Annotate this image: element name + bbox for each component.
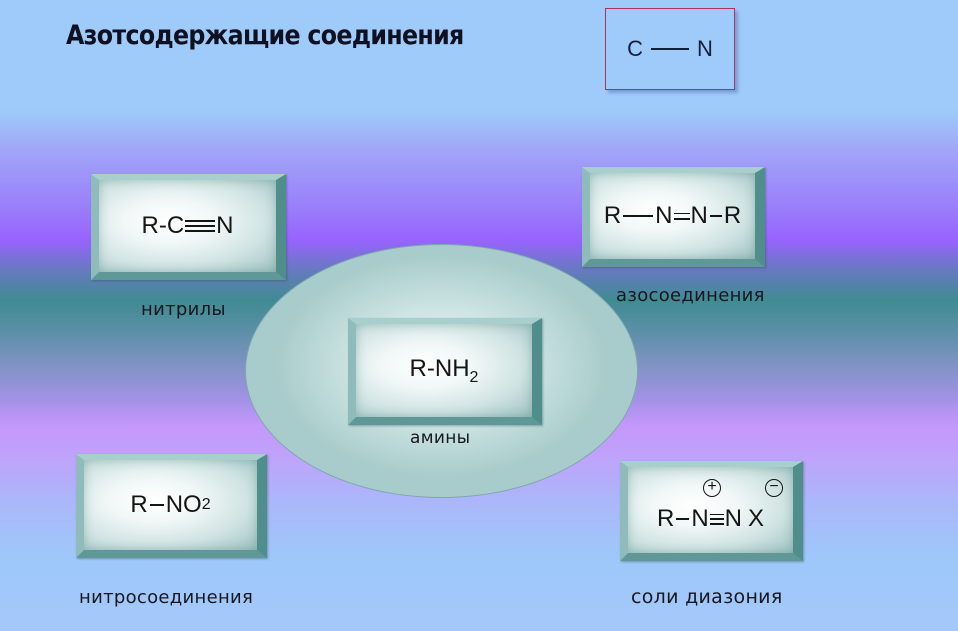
positive-charge-icon: +	[703, 479, 721, 497]
nitro-label: нитросоединения	[79, 587, 254, 608]
diazonium-formula: R N N X	[656, 505, 765, 532]
diazonium-formula-box: + − R N N X	[620, 461, 803, 561]
amines-label: амины	[410, 428, 471, 448]
carbon-nitrogen-bond-box: C N	[605, 8, 735, 90]
azo-formula: R N N R	[603, 202, 742, 229]
diazonium-label: соли диазония	[631, 586, 783, 608]
nitriles-formula-box: R-C N	[91, 174, 286, 280]
nitrogen-atom: N	[697, 36, 713, 61]
double-bond-icon	[673, 212, 690, 220]
nitriles-label: нитрилы	[141, 299, 226, 320]
single-bond-icon	[623, 215, 654, 217]
amines-formula-box: R-NH2	[348, 318, 542, 425]
page-title: Азотсодержащие соединения	[66, 20, 464, 51]
azo-label: азосоединения	[616, 285, 765, 306]
single-bond-icon	[149, 504, 164, 506]
azo-formula-box: R N N R	[582, 167, 765, 267]
carbon-atom: C	[627, 36, 643, 61]
amines-formula: R-NH2	[409, 354, 479, 386]
nitriles-formula: R-C N	[141, 212, 234, 239]
triple-bond-icon	[709, 513, 724, 525]
single-bond-icon	[676, 518, 690, 520]
triple-bond-icon	[185, 220, 216, 232]
negative-charge-icon: −	[765, 479, 783, 497]
single-bond-line	[651, 48, 689, 50]
single-bond-icon	[709, 215, 722, 217]
